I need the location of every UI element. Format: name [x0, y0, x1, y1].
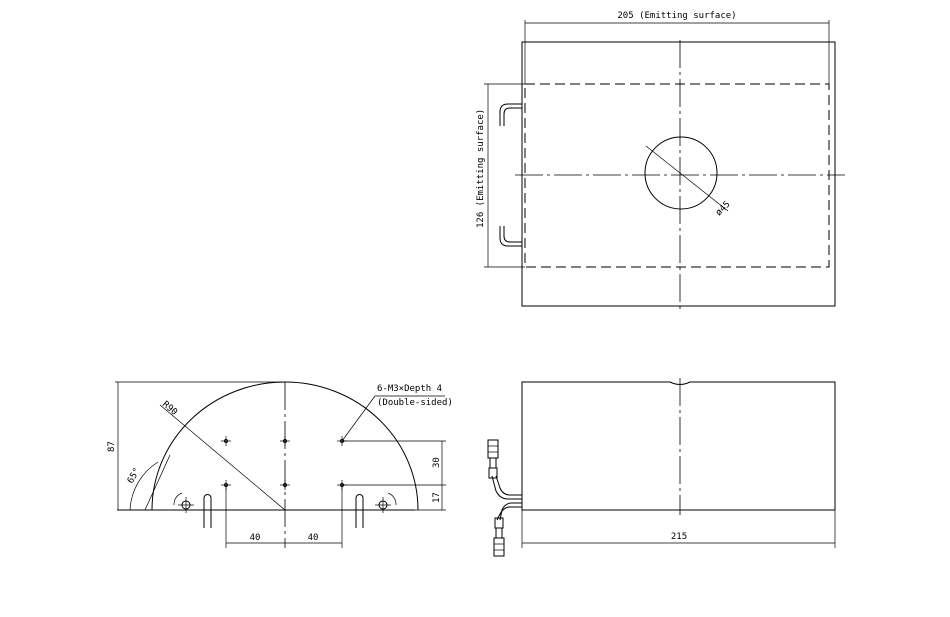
center-hole: [644, 136, 718, 210]
right-slot: [355, 494, 364, 528]
angle-label: 65°: [126, 466, 143, 485]
right-corner-hole: [375, 492, 397, 513]
front-view-body-outline: [521, 381, 836, 511]
lower-cable-handle: [499, 226, 522, 247]
upper-connector: [487, 439, 499, 479]
radius-label: R90: [160, 400, 179, 418]
screw-hole: [221, 436, 231, 446]
height-dim-label: 126 (Emitting surface): [476, 109, 486, 228]
emitting-surface-outline: [524, 83, 830, 268]
note-line-1: 6-M3×Depth 4: [377, 384, 442, 394]
angle-leg: [144, 454, 171, 511]
height87-label: 87: [107, 441, 117, 452]
width215-label: 215: [671, 532, 687, 542]
front-view: 215: [487, 378, 836, 557]
width-dim-label: 205 (Emitting surface): [617, 11, 736, 21]
dim17-label: 17: [432, 492, 442, 503]
dim40-left-label: 40: [250, 533, 261, 543]
hole-leader: [645, 145, 729, 212]
side-view: R90 87 65°: [107, 381, 453, 548]
angle-arc: [129, 461, 159, 511]
radius-line: [159, 404, 286, 511]
top-view: ø45 205 (Emitting surface) 126 (Emitting…: [476, 11, 845, 312]
note-line-2: (Double-sided): [377, 398, 453, 408]
screw-hole: [280, 480, 290, 490]
dim30-label: 30: [432, 457, 442, 468]
cable-assembly: [487, 439, 522, 557]
top-view-body-outline: [521, 41, 836, 307]
left-slot: [203, 494, 212, 528]
upper-cable-handle: [499, 103, 522, 126]
lower-connector: [493, 517, 505, 557]
dim40-right-label: 40: [308, 533, 319, 543]
left-corner-hole: [173, 492, 194, 513]
screw-holes: [221, 436, 347, 490]
note-leader: [341, 395, 376, 442]
screw-hole: [280, 436, 290, 446]
